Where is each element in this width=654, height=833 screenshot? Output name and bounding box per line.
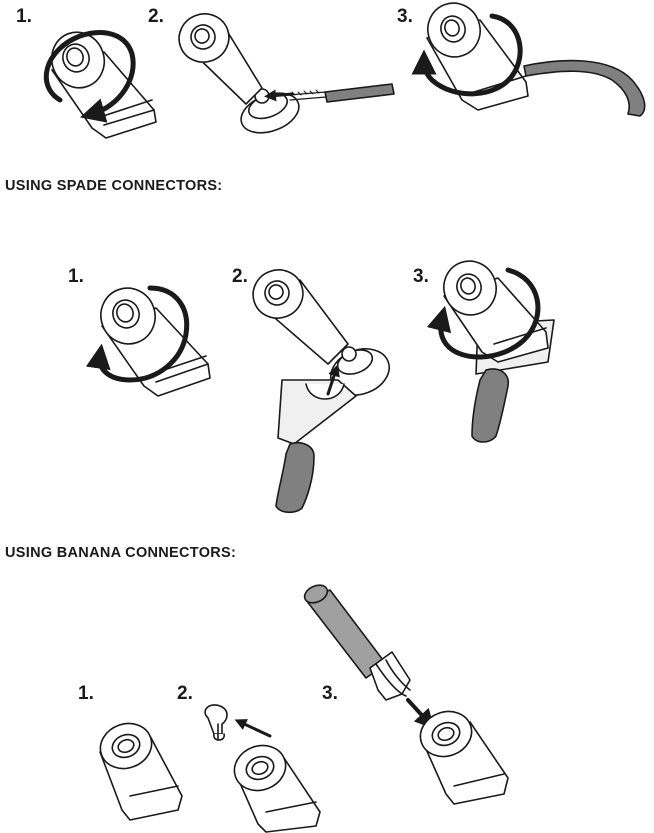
arrow-icon (406, 698, 435, 730)
rotate-cw-icon (426, 267, 541, 360)
rotate-cw-icon (411, 13, 523, 97)
banana-step-3-plug (303, 584, 411, 701)
banana-step-2-label: 2. (177, 683, 193, 704)
banana-step-1-label: 1. (78, 683, 94, 704)
bare-wire-step-2-cable (287, 83, 395, 103)
arrow-icon (264, 89, 294, 102)
spade-step-1-terminal (100, 287, 211, 397)
spade-step-2-label: 2. (232, 266, 248, 287)
bare-wire-step-3-label: 3. (397, 6, 413, 27)
rotate-ccw-icon (43, 30, 136, 123)
arrow-icon (234, 719, 272, 738)
arrow-icon (326, 364, 340, 396)
bare-wire-step-3-cable (523, 59, 646, 117)
spade-step-3-cable (471, 368, 510, 443)
banana-step-2-terminal (233, 744, 321, 833)
spade-step-3-label: 3. (413, 266, 429, 287)
banana-step-2-cap (204, 704, 228, 741)
bare-wire-step-2-terminal (178, 13, 300, 134)
banana-section-heading: USING BANANA CONNECTORS: (5, 545, 237, 561)
banana-step-3-terminal (419, 710, 509, 805)
spade-step-1-label: 1. (68, 266, 84, 287)
bare-wire-step-2-label: 2. (148, 6, 164, 27)
spade-step-2-terminal (252, 269, 390, 396)
spade-step-2-lug (277, 379, 357, 445)
rotate-ccw-icon (85, 285, 190, 383)
spade-section-heading: USING SPADE CONNECTORS: (5, 178, 223, 194)
bare-wire-step-1-label: 1. (16, 6, 32, 27)
banana-step-1-terminal (99, 722, 183, 821)
spade-step-2-cable (275, 441, 315, 514)
bare-wire-step-1-terminal (50, 31, 157, 139)
banana-step-3-label: 3. (322, 683, 338, 704)
